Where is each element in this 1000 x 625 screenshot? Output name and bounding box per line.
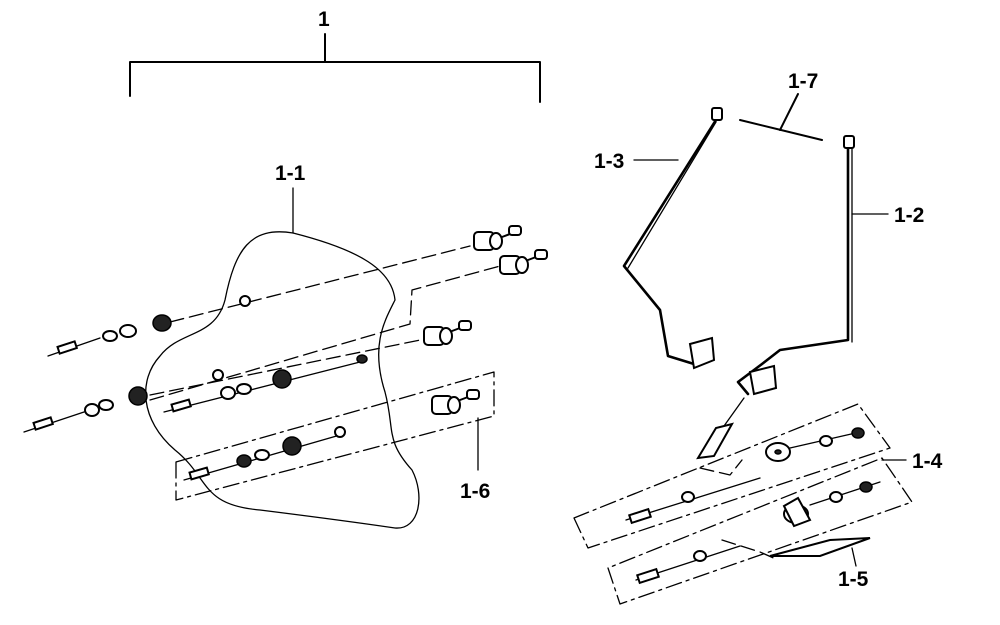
label-1-4: 1-4: [912, 450, 943, 473]
label-1-6: 1-6: [460, 480, 490, 503]
part-1-3-tube: [622, 107, 723, 370]
cable-row-d: [163, 354, 368, 413]
part-1-1-grommet-plate: [145, 231, 420, 529]
label-1: 1: [318, 8, 330, 31]
label-1-1: 1-1: [275, 162, 306, 185]
part-1-4-lower-group: [607, 427, 913, 605]
assembly-1-bracket: [129, 33, 541, 103]
part-1-7-bracket: [739, 93, 823, 141]
cable-row-b: [149, 249, 548, 401]
cable-row-c: [23, 320, 472, 433]
part-1-2-tube: [736, 135, 855, 396]
label-1-7: 1-7: [788, 70, 818, 93]
leader-1-5: [851, 547, 857, 567]
label-1-2: 1-2: [894, 204, 924, 227]
part-1-4-upper-group: [573, 397, 891, 549]
label-1-3: 1-3: [594, 150, 624, 173]
cable-row-a: [47, 225, 522, 357]
part-1-6-group: [175, 371, 495, 501]
label-1-5: 1-5: [838, 568, 869, 591]
